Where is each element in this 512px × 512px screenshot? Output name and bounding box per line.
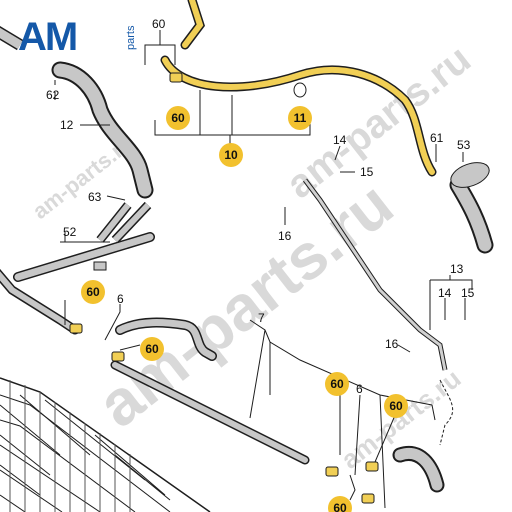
hose-lower-right xyxy=(392,445,445,493)
callout-15-top: 15 xyxy=(360,165,374,179)
metal-line xyxy=(303,178,454,446)
callout-6-left: 6 xyxy=(117,292,124,306)
callout-10: 10 xyxy=(224,148,238,162)
callout-14-top: 14 xyxy=(333,133,347,147)
callout-62: 62 xyxy=(46,88,60,102)
watermark-large-center: am-parts.ru xyxy=(84,168,406,442)
clamps xyxy=(69,72,379,504)
callout-60-highlight-mid: 60 xyxy=(145,342,159,356)
callout-6-right: 6 xyxy=(356,382,363,396)
hose-10 xyxy=(160,0,437,177)
pipe-52 xyxy=(13,201,155,282)
hose-small-center xyxy=(115,317,217,361)
am-parts-logo: AM parts xyxy=(18,15,137,59)
callout-60-highlight-bottom: 60 xyxy=(333,501,347,512)
callout-52: 52 xyxy=(63,225,77,239)
callout-7: 7 xyxy=(258,311,265,325)
callout-11: 11 xyxy=(294,111,307,125)
callout-60-highlight-left: 60 xyxy=(86,285,100,299)
callout-63: 63 xyxy=(88,190,102,204)
logo-suffix: parts xyxy=(125,25,137,50)
callout-16-top: 16 xyxy=(278,229,292,243)
callout-16-bottom: 16 xyxy=(385,337,399,351)
callout-60-highlight-r1: 60 xyxy=(330,377,344,391)
callout-60-highlight-top: 60 xyxy=(171,111,185,125)
callout-labels: 60 62 12 14 15 61 53 63 16 52 13 6 14 15… xyxy=(46,17,475,396)
callout-14-right: 14 xyxy=(438,286,452,300)
radiator xyxy=(0,377,211,512)
callout-53: 53 xyxy=(457,138,471,152)
callout-61: 61 xyxy=(430,131,444,145)
hose-53 xyxy=(449,162,494,254)
callout-15-right: 15 xyxy=(461,286,475,300)
callout-60-top: 60 xyxy=(152,17,166,31)
hose-7 xyxy=(0,268,310,465)
callout-12: 12 xyxy=(60,118,74,132)
leader-lines xyxy=(54,30,473,509)
highlighted-callouts: 60 10 11 60 60 60 60 60 xyxy=(81,106,408,512)
callout-13: 13 xyxy=(450,262,464,276)
logo-text: AM xyxy=(18,15,76,59)
callout-60-highlight-r2: 60 xyxy=(389,399,403,413)
hose-12 xyxy=(0,26,154,199)
